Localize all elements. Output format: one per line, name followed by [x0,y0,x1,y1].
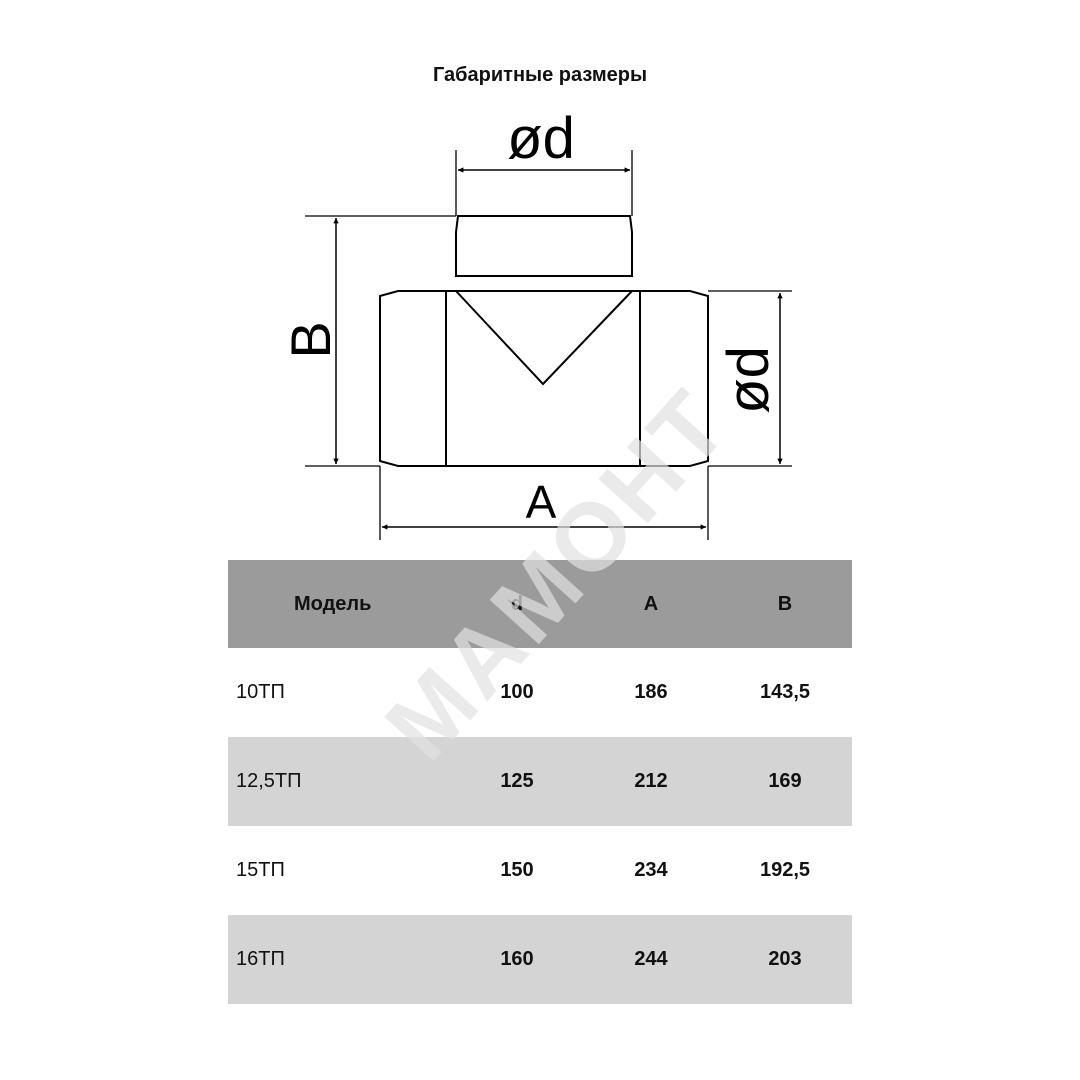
cell-model: 12,5ТП [236,770,302,792]
tee-dimension-drawing: ød B ød A [279,106,792,540]
body [445,290,641,467]
cell-a: 244 [634,948,668,970]
cell-d: 160 [500,948,534,970]
table-row: 12,5ТП 125 212 169 [228,737,852,826]
table-row: 10ТП 100 186 143,5 [228,648,852,737]
cell-d: 150 [500,859,534,881]
page-title: Габаритные размеры [432,64,648,86]
cell-model: 15ТП [236,859,285,881]
table-header: Модель d A B [228,560,852,648]
dimensions-table: Модель d A B 10ТП 100 186 143,5 12,5ТП 1… [228,560,852,1004]
cell-a: 186 [634,681,668,703]
cell-b: 143,5 [759,681,811,703]
header-b: B [777,592,793,615]
extension-lines [305,150,792,540]
branch-seam [455,290,633,386]
cell-a: 234 [634,859,668,881]
cell-a: 212 [634,770,668,792]
height-label: B [279,321,342,358]
table-row: 16ТП 160 244 203 [228,915,852,1004]
cell-b: 192,5 [759,859,811,881]
left-cap [379,290,447,467]
cell-model: 16ТП [236,948,285,970]
cell-d: 125 [500,770,534,792]
cell-b: 203 [768,948,802,970]
header-model: Модель [294,592,372,615]
side-diameter-label: ød [716,346,781,414]
header-a: A [643,592,659,615]
top-diameter-label: ød [507,106,575,171]
table-row: 15ТП 150 234 192,5 [228,826,852,915]
branch-pipe [455,215,633,277]
right-cap [639,290,709,467]
cell-model: 10ТП [236,681,285,703]
header-d: d [510,592,524,615]
cell-d: 100 [500,681,534,703]
width-label: A [526,476,557,528]
cell-b: 169 [768,770,802,792]
